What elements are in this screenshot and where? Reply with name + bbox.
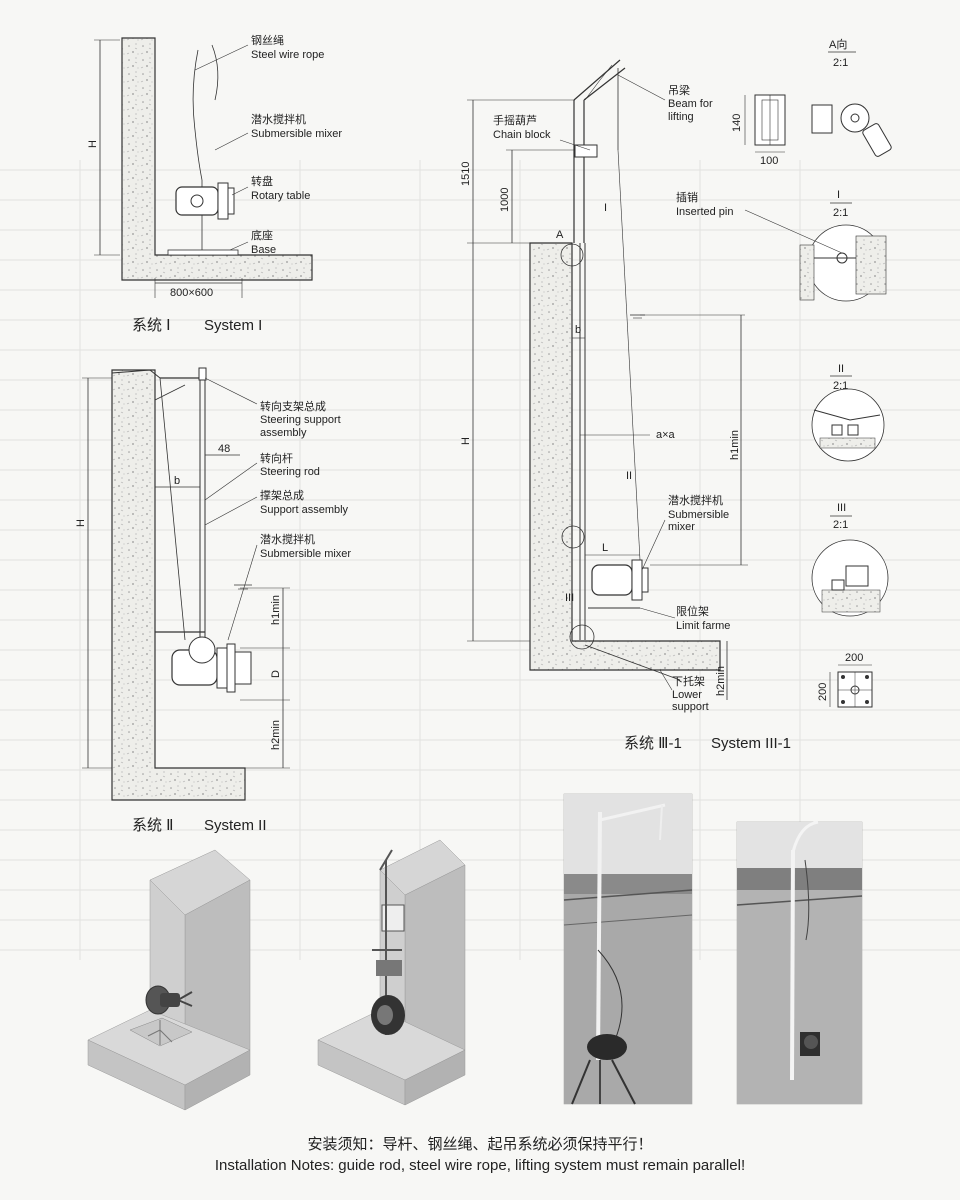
detail-pin-cn: 插销 — [676, 190, 698, 204]
s2-caption-en: System II — [204, 817, 267, 834]
system-2-drawing: H b 48 h1min D h2min 转向支架总成 Steering sup… — [75, 367, 351, 834]
s1-caption-cn: 系统 Ⅰ — [132, 317, 171, 334]
s2-caption-cn: 系统 Ⅱ — [132, 817, 174, 834]
s3-beam-en1: Beam for — [668, 98, 713, 110]
s2-dim-b: b — [174, 475, 180, 487]
s2-steering-rod-en: Steering rod — [260, 466, 320, 478]
s2-dim-h: H — [75, 519, 87, 527]
s2-steering-rod-cn: 转向杆 — [260, 451, 293, 465]
s1-base-en: Base — [251, 244, 276, 256]
s2-dim-h1: h1min — [270, 595, 282, 625]
photo-installation-1 — [563, 793, 693, 1105]
system-3-drawing: 1510 1000 H b a×a h1min h2min L A I II I… — [460, 59, 791, 752]
s3-mark-ii: II — [626, 470, 632, 482]
s3-caption-cn: 系统 Ⅲ-1 — [624, 735, 682, 752]
s3-chain-en: Chain block — [493, 129, 551, 141]
detail-plate-width: 200 — [845, 652, 863, 664]
s2-support-assembly-cn: 撑架总成 — [260, 488, 304, 502]
s3-beam-cn: 吊梁 — [668, 83, 690, 97]
detail-iii-label: III — [837, 502, 846, 514]
photo-installation-2 — [736, 820, 863, 1105]
s1-wire-cn: 钢丝绳 — [251, 33, 284, 47]
s1-base-cn: 底座 — [251, 228, 273, 242]
s2-dim-d: D — [270, 670, 282, 678]
installation-notes-cn: 安装须知：导杆、钢丝绳、起吊系统必须保持平行！ — [307, 1136, 653, 1153]
detail-views: A向 2:1 140 100 I 2:1 插销 Inserted pin II … — [676, 37, 892, 708]
s3-mark-i: I — [604, 202, 607, 214]
s3-lower-cn: 下托架 — [672, 674, 705, 688]
render-system-2 — [317, 839, 466, 1106]
s2-dim-48: 48 — [218, 443, 230, 455]
detail-a-scale: 2:1 — [833, 57, 848, 69]
s3-mixer-cn: 潜水搅拌机 — [668, 493, 723, 507]
s2-steering-support-cn: 转向支架总成 — [260, 399, 326, 413]
s3-mixer-en1: Submersible — [668, 509, 729, 521]
detail-dim-140: 140 — [731, 114, 743, 132]
s1-mixer-en: Submersible mixer — [251, 128, 342, 140]
s1-dim-base: 800×600 — [170, 287, 213, 299]
installation-notes-en: Installation Notes: guide rod, steel wir… — [214, 1157, 746, 1174]
s3-dim-h: H — [460, 437, 472, 445]
s3-mark-a: A — [556, 229, 564, 241]
s1-dim-h: H — [87, 140, 99, 148]
s1-caption-en: System I — [204, 317, 262, 334]
s1-rotary-cn: 转盘 — [251, 174, 273, 188]
s3-dim-axa: a×a — [656, 429, 676, 441]
s3-dim-h2: h2min — [715, 666, 727, 696]
s2-support-assembly-en: Support assembly — [260, 504, 349, 516]
system-1-drawing: H 钢丝绳 Steel wire rope 潜水搅拌机 Submersible … — [87, 33, 342, 334]
s3-mixer-en2: mixer — [668, 521, 695, 533]
detail-dim-100: 100 — [760, 155, 778, 167]
s3-dim-l: L — [602, 542, 608, 554]
s1-rotary-en: Rotary table — [251, 190, 310, 202]
detail-pin-en: Inserted pin — [676, 206, 733, 218]
s3-caption-en: System III-1 — [711, 735, 791, 752]
detail-plate-height: 200 — [817, 683, 829, 701]
detail-ii-scale: 2:1 — [833, 380, 848, 392]
s2-steering-support-en1: Steering support — [260, 414, 341, 426]
s3-mark-iii: III — [565, 592, 574, 604]
s3-beam-en2: lifting — [668, 111, 694, 123]
detail-iii-scale: 2:1 — [833, 519, 848, 531]
s3-dim-1510: 1510 — [460, 162, 472, 186]
s2-mixer-en: Submersible mixer — [260, 548, 351, 560]
s3-dim-1000: 1000 — [499, 188, 511, 212]
detail-i-label: I — [837, 189, 840, 201]
s2-dim-h2: h2min — [270, 720, 282, 750]
s1-mixer-cn: 潜水搅拌机 — [251, 112, 306, 126]
s3-dim-b: b — [575, 324, 581, 336]
s3-lower-en1: Lower — [672, 689, 702, 701]
detail-ii-label: II — [838, 363, 844, 375]
detail-a-view: A向 — [829, 37, 847, 51]
s3-limit-cn: 限位架 — [676, 604, 709, 618]
s1-wire-en: Steel wire rope — [251, 49, 324, 61]
s3-lower-en2: support — [672, 701, 709, 713]
s2-mixer-cn: 潜水搅拌机 — [260, 532, 315, 546]
s3-chain-cn: 手摇葫芦 — [493, 113, 537, 127]
detail-i-scale: 2:1 — [833, 207, 848, 219]
render-system-1 — [87, 849, 251, 1111]
s2-steering-support-en2: assembly — [260, 427, 307, 439]
s3-dim-h1: h1min — [729, 430, 741, 460]
s3-limit-en: Limit farme — [676, 620, 730, 632]
